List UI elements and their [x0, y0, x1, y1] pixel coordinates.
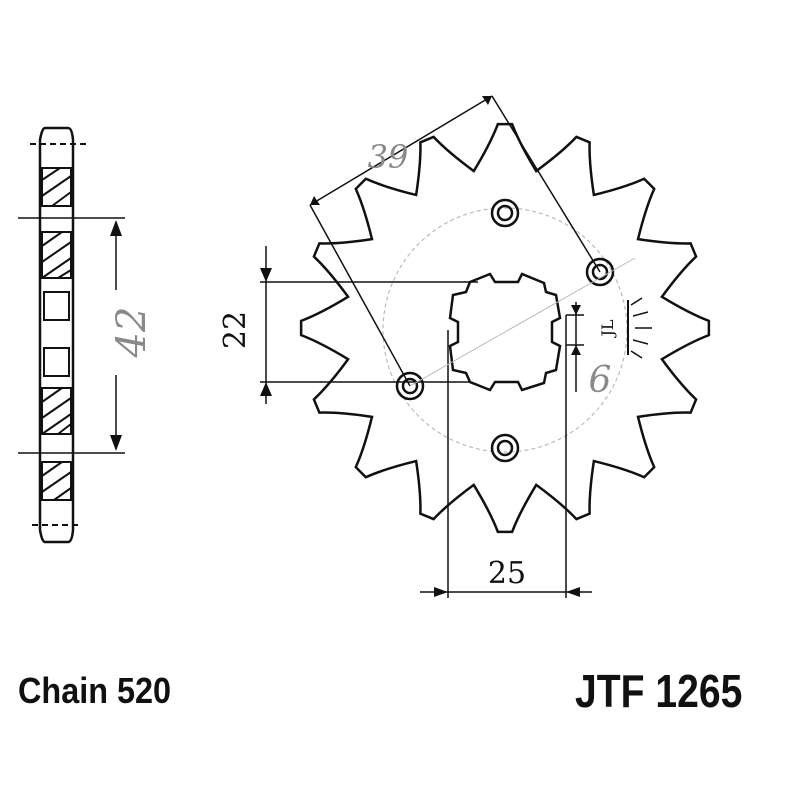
dimension-6: 6: [589, 360, 612, 401]
dimension-arrows: [260, 96, 581, 597]
sprocket-outline: [299, 122, 711, 534]
tooth-mark-symbol: JL: [598, 319, 617, 338]
dimension-lines: [260, 95, 652, 598]
dimension-22: 22: [218, 311, 253, 349]
chain-label: Chain 520: [18, 670, 172, 711]
side-dimension-label: 42: [109, 307, 155, 359]
bolt-hole: [585, 257, 615, 287]
dimension-39: 39: [368, 138, 409, 176]
bolt-holes: [395, 198, 615, 463]
side-view: [18, 126, 125, 544]
bolt-hole: [490, 198, 520, 228]
spline-hole: [448, 272, 562, 392]
bolt-hole: [490, 433, 520, 463]
pitch-circle: [382, 207, 628, 453]
part-number: JTF 1265: [575, 665, 743, 717]
bolt-hole: [395, 371, 425, 401]
dimension-25: 25: [488, 556, 526, 591]
